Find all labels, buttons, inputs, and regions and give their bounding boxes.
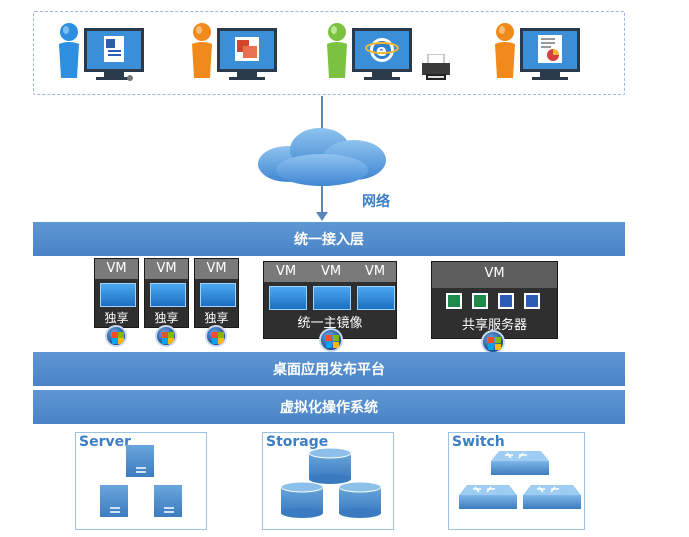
- switch-label: Switch: [452, 434, 505, 450]
- switch-icon: [459, 451, 581, 509]
- person-orange-icon: [192, 23, 212, 78]
- svg-text:e: e: [376, 41, 387, 60]
- windows-logo-icon: [205, 325, 227, 347]
- vm-label: VM: [320, 264, 342, 279]
- cloud-icon: [258, 128, 386, 186]
- desktop-screen: [200, 283, 236, 307]
- server-box: Server: [75, 432, 207, 530]
- person-orange-icon: [495, 23, 515, 78]
- network-label: 网络: [362, 194, 390, 210]
- dedicated-label: 独享: [104, 311, 129, 325]
- vm-label: VM: [275, 264, 297, 279]
- vm-master-image-group: VM VM VM 统一主镜像: [263, 261, 397, 339]
- printer-icon: [422, 54, 450, 80]
- vm-label: VM: [95, 259, 138, 279]
- vm-label: VM: [432, 262, 557, 288]
- desktop-screen: [269, 286, 307, 310]
- windows-logo-icon: [155, 325, 177, 347]
- monitor-powerpoint-icon: [217, 28, 277, 80]
- vm-dedicated-1: VM 独享: [94, 258, 139, 328]
- dedicated-label: 独享: [154, 311, 179, 325]
- windows-logo-icon: [319, 328, 343, 352]
- windows-logo-icon: [105, 325, 127, 347]
- desktop-screen: [313, 286, 351, 310]
- vm-label: VM: [145, 259, 188, 279]
- vm-label: VM: [195, 259, 238, 279]
- desktop-screen: [150, 283, 186, 307]
- storage-label: Storage: [266, 434, 329, 450]
- vm-dedicated-2: VM 独享: [144, 258, 189, 328]
- master-image-label: 统一主镜像: [297, 316, 363, 331]
- person-green-icon: [327, 23, 347, 78]
- publishing-platform-bar: 桌面应用发布平台: [33, 352, 625, 386]
- storage-icon: [280, 447, 382, 518]
- storage-box: Storage: [262, 432, 394, 530]
- desktop-screen: [100, 283, 136, 307]
- shared-server-label: 共享服务器: [461, 318, 527, 333]
- server-label: Server: [79, 434, 132, 450]
- dedicated-label: 独享: [204, 311, 229, 325]
- windows-logo-icon: [481, 330, 505, 354]
- office-apps-icons: [446, 293, 540, 309]
- vm-dedicated-3: VM 独享: [194, 258, 239, 328]
- vm-label: VM: [364, 264, 386, 279]
- monitor-word-icon: [84, 28, 144, 81]
- monitor-report-icon: [520, 28, 580, 80]
- monitor-browser-icon: e: [352, 28, 412, 80]
- access-layer-bar: 统一接入层: [33, 222, 625, 256]
- vm-shared-server: VM 共享服务器: [431, 261, 558, 339]
- users-zone: e: [33, 11, 625, 95]
- network-arrow: [316, 212, 328, 221]
- person-blue-icon: [59, 23, 79, 78]
- virtualization-os-bar: 虚拟化操作系统: [33, 390, 625, 424]
- server-icon: [100, 445, 182, 517]
- switch-box: Switch: [448, 432, 585, 530]
- desktop-screen: [357, 286, 395, 310]
